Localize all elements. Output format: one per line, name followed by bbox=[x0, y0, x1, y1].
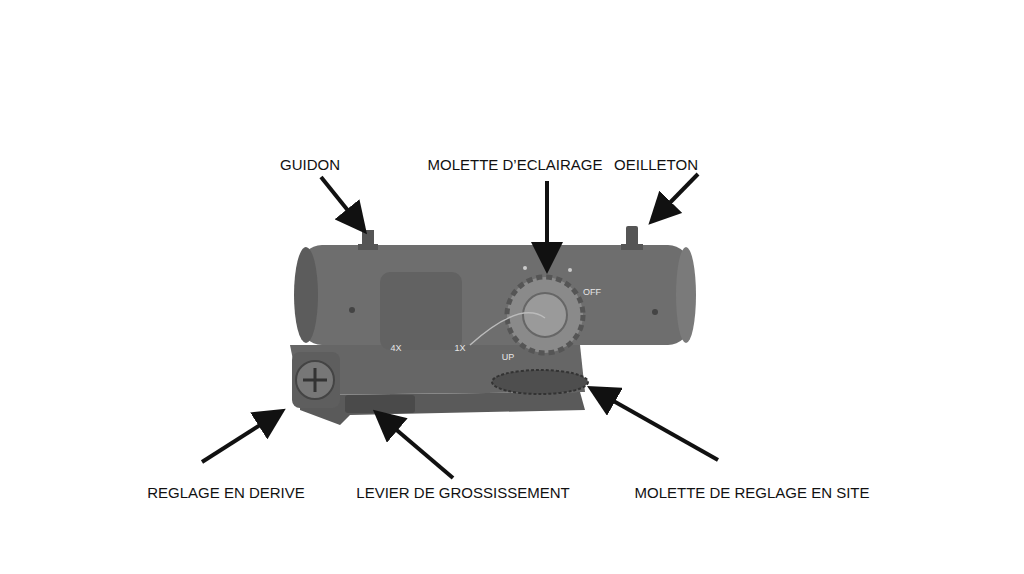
magnifier-housing bbox=[380, 272, 462, 350]
rear-sight-base bbox=[621, 244, 643, 250]
windage-slot bbox=[314, 368, 317, 392]
scope-marking: UP bbox=[502, 352, 515, 362]
leader-arrow bbox=[379, 415, 453, 478]
part-label: GUIDON bbox=[280, 156, 340, 174]
screw bbox=[349, 307, 355, 313]
leader-arrow bbox=[594, 390, 718, 460]
scope-marking: OFF bbox=[583, 287, 601, 297]
part-label: OEILLETON bbox=[614, 156, 698, 174]
elevation-dial bbox=[492, 370, 588, 394]
leader-arrow bbox=[654, 174, 698, 219]
leader-arrow bbox=[545, 181, 549, 266]
screw bbox=[652, 309, 658, 315]
tether-wire bbox=[470, 313, 545, 345]
scope-marking: 1X bbox=[454, 343, 465, 353]
part-label: REGLAGE EN DERIVE bbox=[147, 484, 305, 502]
leader-arrow bbox=[202, 413, 279, 462]
part-label: LEVIER DE GROSSISSEMENT bbox=[356, 484, 569, 502]
objective-end bbox=[294, 247, 318, 343]
detent-dot bbox=[523, 266, 527, 270]
windage-dial bbox=[296, 361, 334, 399]
magnification-lever bbox=[345, 395, 415, 413]
front-sight-base bbox=[358, 244, 378, 250]
illumination-cap bbox=[523, 293, 567, 337]
leader-arrow bbox=[321, 177, 362, 228]
eyepiece-end bbox=[676, 247, 696, 343]
scope-marking: 4X bbox=[390, 343, 401, 353]
part-label: MOLETTE DE REGLAGE EN SITE bbox=[634, 484, 869, 502]
detent-dot bbox=[568, 268, 572, 272]
part-label: MOLETTE D’ECLAIRAGE bbox=[427, 156, 602, 174]
mount-base bbox=[300, 392, 585, 425]
scope-tube bbox=[300, 245, 690, 345]
windage-housing bbox=[292, 352, 340, 408]
